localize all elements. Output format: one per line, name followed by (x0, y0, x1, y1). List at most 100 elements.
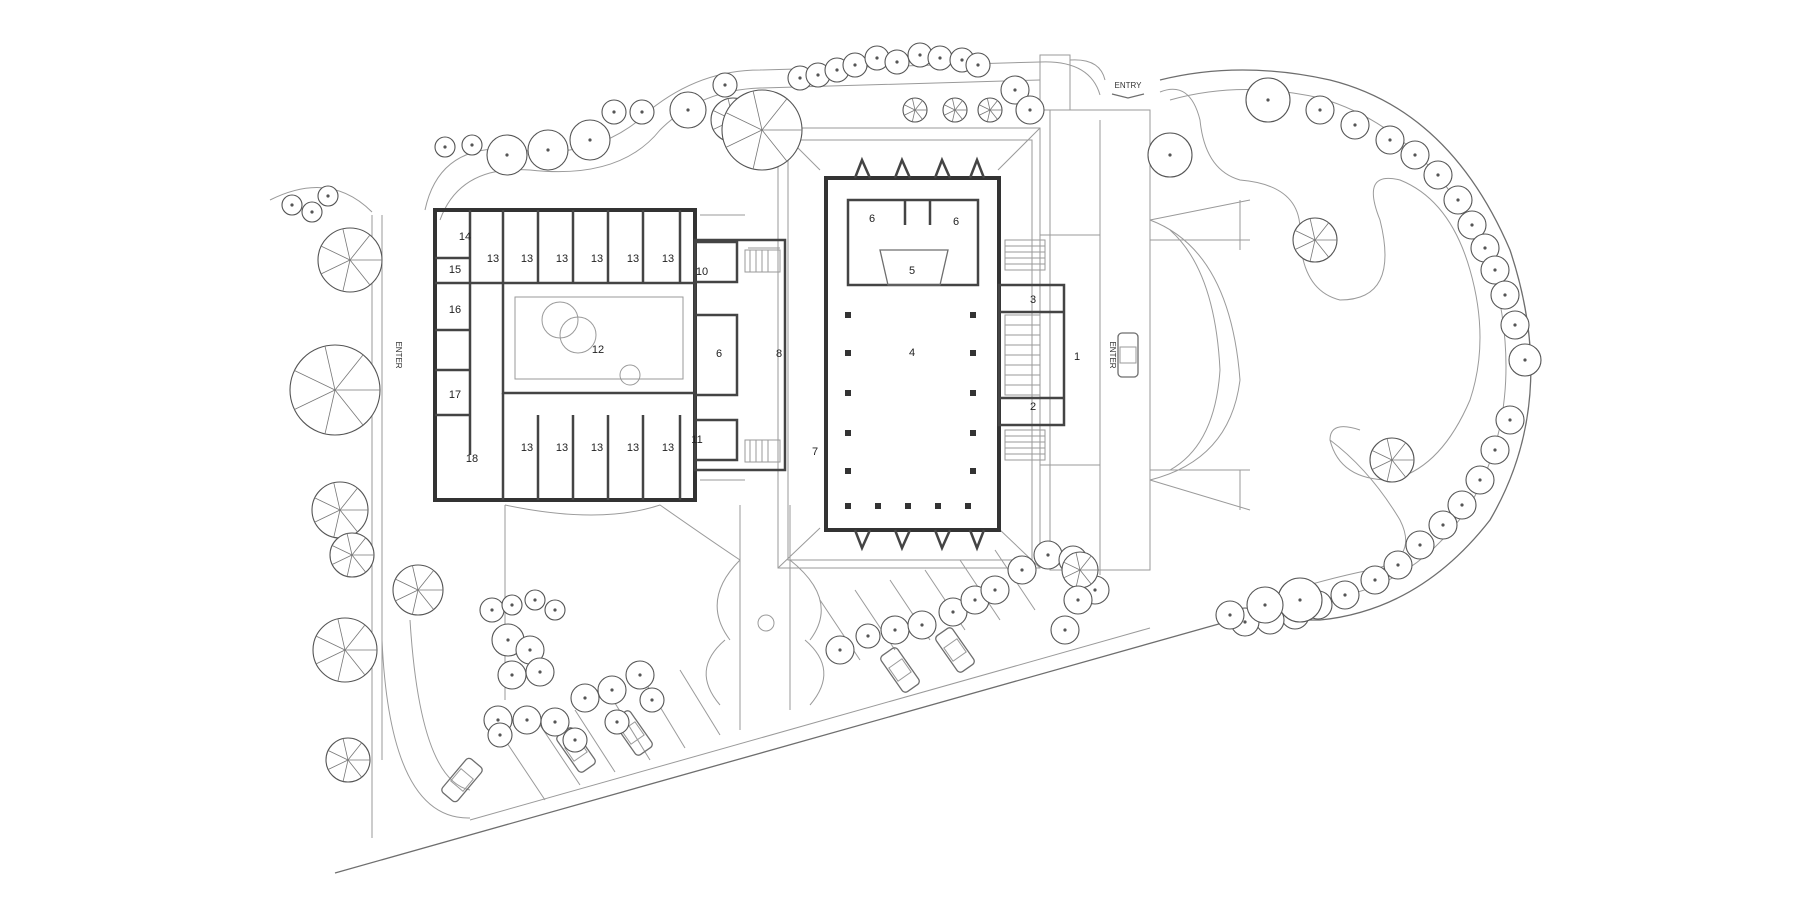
room-13-label: 13 (521, 442, 533, 454)
room-6c-label: 6 (716, 348, 722, 360)
tree-icon (289, 344, 381, 436)
tree-icon (604, 709, 630, 735)
room-11-label: 11 (691, 434, 702, 446)
tree-icon (902, 97, 928, 123)
room-13-label: 13 (662, 442, 674, 454)
tree-icon (1061, 551, 1099, 589)
enter-west-label: ENTER (394, 341, 403, 368)
tree-icon (1428, 510, 1458, 540)
tree-icon (980, 575, 1010, 605)
room-16-label: 16 (449, 304, 461, 316)
tree-icon (1245, 77, 1291, 123)
room-13-label: 13 (662, 253, 674, 265)
tree-icon (569, 119, 611, 161)
room-13-label: 13 (487, 253, 499, 265)
tree-icon (884, 49, 910, 75)
car-icon (880, 647, 920, 693)
tree-icon (1465, 465, 1495, 495)
room-12-label: 12 (592, 344, 604, 356)
tree-icon (880, 615, 910, 645)
tree-icon (1330, 580, 1360, 610)
tree-icon (479, 597, 505, 623)
room-10-label: 10 (696, 266, 708, 278)
tree-icon (501, 594, 523, 616)
tree-icon (1147, 132, 1193, 178)
tree-icon (525, 657, 555, 687)
worship-hall (744, 156, 1066, 552)
tree-icon (524, 589, 546, 611)
tree-icon (311, 481, 369, 539)
room-4-label: 4 (909, 347, 915, 359)
tree-icon (329, 532, 375, 578)
tree-icon (907, 610, 937, 640)
tree-icon (312, 617, 378, 683)
tree-icon (1007, 555, 1037, 585)
tree-icon (434, 136, 456, 158)
entry-arrow-icon (1111, 93, 1145, 99)
tree-icon (1423, 160, 1453, 190)
tree-icon (669, 91, 707, 129)
car-icon (1117, 332, 1139, 378)
room-17-label: 17 (449, 389, 461, 401)
tree-icon (512, 705, 542, 735)
tree-icon (1508, 343, 1542, 377)
stairs (744, 239, 1046, 463)
room-3-label: 3 (1030, 294, 1036, 306)
tree-icon (1015, 95, 1045, 125)
room-7-label: 7 (812, 446, 818, 458)
west-wing (433, 208, 697, 502)
tree-icon (1277, 577, 1323, 623)
tree-icon (942, 97, 968, 123)
parking-west (504, 669, 721, 801)
room-6b-label: 6 (953, 216, 959, 228)
tree-icon (825, 635, 855, 665)
tree-icon (540, 707, 570, 737)
car-icon (441, 757, 483, 803)
enter-east-label: ENTER (1108, 341, 1117, 368)
tree-icon (562, 727, 588, 753)
room-13-label: 13 (591, 442, 603, 454)
tree-icon (721, 89, 803, 171)
tree-icon (1500, 310, 1530, 340)
room-14-label: 14 (459, 231, 471, 243)
tree-icon (301, 201, 323, 223)
tree-icon (1480, 255, 1510, 285)
tree-icon (1447, 490, 1477, 520)
room-13-label: 13 (591, 253, 603, 265)
hall-columns (845, 312, 976, 509)
tree-icon (1033, 540, 1063, 570)
car-icon (935, 627, 975, 673)
tree-icon (461, 134, 483, 156)
tree-icon (965, 52, 991, 78)
tree-icon (1495, 405, 1525, 435)
tree-icon (1383, 550, 1413, 580)
tree-icon (601, 99, 627, 125)
tree-icon (392, 564, 444, 616)
tree-icon (1215, 600, 1245, 630)
tree-icon (486, 134, 528, 176)
tree-icon (1369, 437, 1415, 483)
tree-icon (317, 185, 339, 207)
tree-icon (1443, 185, 1473, 215)
tree-icon (1050, 615, 1080, 645)
tree-icon (281, 194, 303, 216)
tree-icon (629, 99, 655, 125)
room-13-label: 13 (521, 253, 533, 265)
tree-icon (1405, 530, 1435, 560)
room-5-label: 5 (909, 265, 915, 277)
room-1-label: 1 (1074, 351, 1080, 363)
tree-icon (1000, 75, 1030, 105)
tree-icon (1292, 217, 1338, 263)
tree-icon (1340, 110, 1370, 140)
tree-icon (927, 45, 953, 71)
tree-icon (1360, 565, 1390, 595)
tree-icon (712, 72, 738, 98)
connector (693, 238, 787, 472)
tree-icon (1480, 435, 1510, 465)
room-13-label: 13 (556, 253, 568, 265)
room-13-label: 13 (627, 253, 639, 265)
entry-labels: ENTRY ENTER ENTER (394, 81, 1145, 369)
room-labels: 1 2 3 4 5 6 6 6 7 8 10 11 12 13 13 13 13… (449, 213, 1080, 465)
tree-icon (855, 623, 881, 649)
room-15-label: 15 (449, 264, 461, 276)
